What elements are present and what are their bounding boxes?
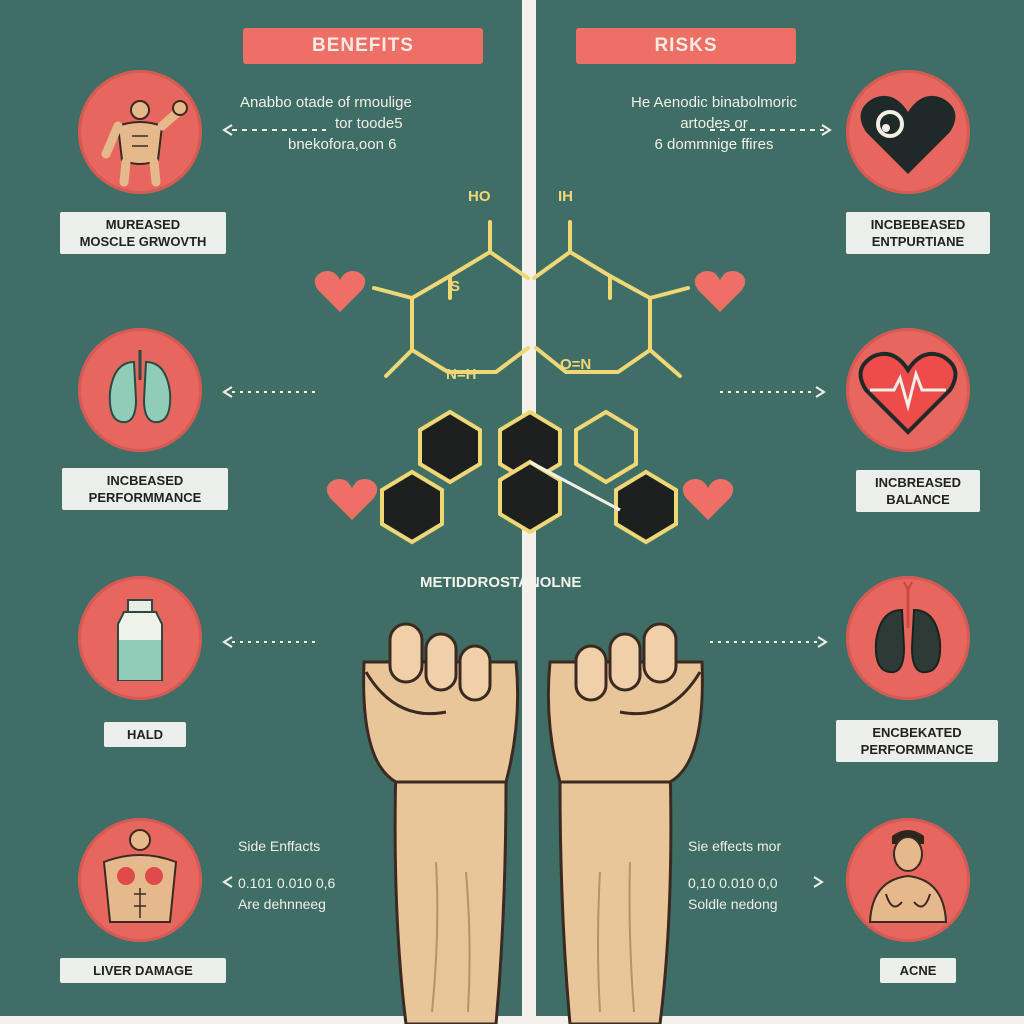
right-arrow-4 — [813, 876, 824, 888]
note-line: 6 dommnige ffires — [654, 136, 774, 153]
bottle-icon — [78, 576, 202, 700]
torso-icon — [78, 818, 202, 942]
note-line: Anabbo otade of rmoulige — [240, 94, 412, 111]
label-line: LIVER DAMAGE — [93, 963, 193, 978]
left-arrow-4 — [222, 876, 233, 888]
risks-header: RISKS — [576, 28, 796, 64]
note-line: bnekofora,oon 6 — [288, 136, 397, 153]
left-fist-icon — [362, 622, 520, 1024]
atom-ho: HO — [468, 188, 491, 205]
label-line: INCBEBEASED — [870, 217, 966, 232]
label-acne: ACNE — [880, 958, 956, 983]
atom-ih: IH — [558, 188, 573, 205]
note-line: tor toode5 — [335, 115, 403, 132]
heart-icon — [846, 70, 970, 194]
atom-s: S — [450, 278, 461, 295]
label-performance: INCBEASED PERFORMMANCE — [62, 468, 228, 510]
molecule-name: METIDDROSTANOLNE — [420, 574, 582, 591]
label-balance: INCBREASED BALANCE — [856, 470, 980, 512]
label-line: MOSCLE GRWOVTH — [79, 234, 207, 249]
note-line: Sie effects mor — [688, 838, 782, 854]
label-line: BALANCE — [886, 492, 950, 507]
note-line: 0.101 0.010 0,6 — [238, 875, 336, 891]
left-note-1: Anabbo otade of rmoulige tor toode5 bnek… — [240, 92, 510, 155]
note-line: 0,10 0.010 0,0 — [688, 875, 778, 891]
man-portrait-icon — [846, 818, 970, 942]
lungs-dark-icon — [846, 576, 970, 700]
right-note-4: Sie effects mor 0,10 0.010 0,0 Soldle ne… — [688, 836, 848, 915]
label-line: MUREASED — [105, 217, 181, 232]
label-line: PERFORMMANCE — [860, 742, 974, 757]
label-liver-damage: LIVER DAMAGE — [60, 958, 226, 983]
label-enhanced-performance: ENCBEKATED PERFORMMANCE — [836, 720, 998, 762]
left-note-4: Side Enffacts 0.101 0.010 0,6 Are dehnne… — [238, 836, 398, 915]
label-line: ENCBEKATED — [872, 725, 962, 740]
right-note-1: He Aenodic binabolmoric artodes or 6 dom… — [594, 92, 834, 155]
label-line: INCBREASED — [875, 475, 961, 490]
heartbeat-icon — [846, 328, 970, 452]
lungs-icon — [78, 328, 202, 452]
note-line: Are dehnneeg — [238, 896, 326, 912]
note-line: He Aenodic binabolmoric — [631, 94, 797, 111]
label-line: PERFORMMANCE — [88, 490, 202, 505]
label-line: ACNE — [899, 963, 937, 978]
right-arrow-3 — [710, 636, 828, 648]
atom-n-h: N=H — [446, 366, 477, 383]
label-line: INCBEASED — [106, 473, 184, 488]
left-arrow-1 — [222, 124, 326, 136]
right-arrow-2 — [720, 386, 826, 398]
molecule-diagram — [314, 220, 746, 545]
left-arrow-3 — [222, 636, 318, 648]
left-arrow-2 — [222, 386, 318, 398]
note-line: Side Enffacts — [238, 838, 321, 854]
label-line: HALD — [126, 727, 164, 742]
note-line: artodes or — [680, 115, 748, 132]
label-muscle-growth: MUREASED MOSCLE GRWOVTH — [60, 212, 226, 254]
right-arrow-1 — [710, 124, 832, 136]
benefits-header: BENEFITS — [243, 28, 483, 64]
label-line: ENTPURTIANE — [871, 234, 965, 249]
muscular-man-icon — [78, 70, 202, 194]
label-endurance: INCBEBEASED ENTPURTIANE — [846, 212, 990, 254]
right-fist-icon — [546, 622, 704, 1024]
note-line: Soldle nedong — [688, 896, 778, 912]
atom-o-n: O=N — [560, 356, 592, 373]
label-hald: HALD — [104, 722, 186, 747]
